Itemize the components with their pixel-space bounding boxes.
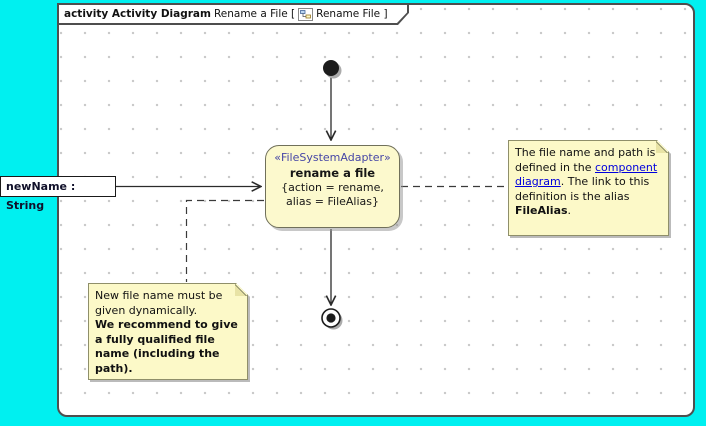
action-node-rename-a-file[interactable]: «FileSystemAdapter» rename a file {actio…: [265, 145, 400, 228]
activity-final-node-core: [326, 313, 336, 323]
component-diagram-link[interactable]: component diagram: [515, 160, 658, 188]
diagram-frame-header[interactable]: activity Activity Diagram Rename a File …: [57, 3, 409, 25]
note-right-text: . The link to this definition is the ali…: [515, 175, 650, 203]
action-name: rename a file: [289, 166, 376, 180]
frame-ref-label: Rename File ]: [316, 8, 388, 20]
note-bottom-left[interactable]: New file name must be given dynamically.…: [88, 283, 248, 380]
action-property-line: alias = FileAlias}: [285, 195, 380, 208]
object-node-newname[interactable]: newName : String: [0, 176, 116, 212]
action-property-line: {action = rename,: [281, 181, 384, 194]
note-fold-icon: [235, 284, 247, 296]
initial-node[interactable]: [323, 60, 339, 76]
note-bottom-text: New file name must be given dynamically.: [95, 289, 223, 317]
note-bottom-bold-text: We recommend to give a fully qualified f…: [95, 318, 238, 375]
note-right-text: The file name and path is defined in the: [515, 146, 656, 174]
note-fold-icon: [656, 141, 668, 153]
note-right-bold-text: FileAlias: [515, 204, 568, 217]
activity-diagram-icon: [298, 8, 313, 21]
note-right-text: .: [567, 204, 572, 217]
frame-name-label: Rename a File [: [213, 8, 296, 20]
note-right[interactable]: The file name and path is defined in the…: [508, 140, 669, 236]
frame-kind-label: activity Activity Diagram: [64, 8, 211, 20]
note-anchor-bottom[interactable]: [185, 199, 265, 283]
action-stereotype: «FileSystemAdapter»: [274, 151, 391, 164]
